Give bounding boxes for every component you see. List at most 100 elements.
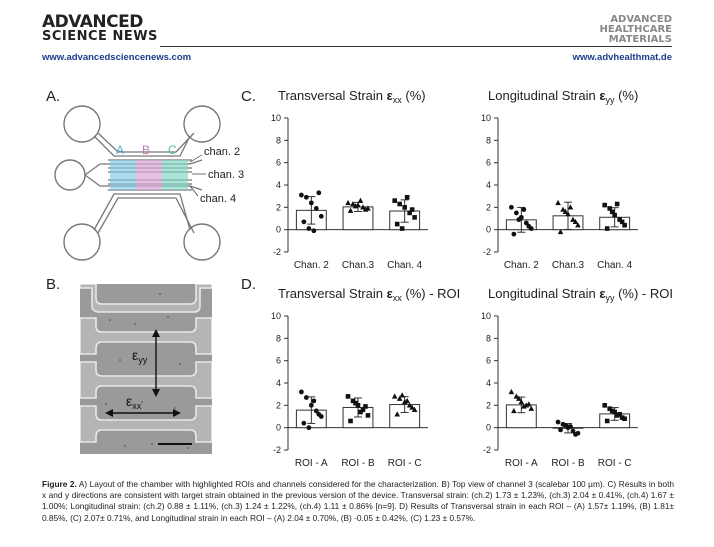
data-point	[298, 192, 304, 198]
y-tick-label: 10	[271, 113, 281, 123]
data-point	[360, 407, 366, 413]
y-tick-label: 2	[486, 400, 491, 410]
data-point	[513, 393, 520, 399]
chart-longitudinal-roi: Longitudinal Strain εyy (%) - ROI-202468…	[481, 286, 673, 469]
data-point	[563, 423, 568, 428]
data-point	[303, 194, 309, 200]
data-point	[352, 203, 359, 209]
data-point	[347, 207, 354, 213]
data-point	[396, 395, 403, 401]
y-tick-label: -2	[483, 445, 491, 455]
data-point	[617, 411, 622, 417]
logo-line-2: SCIENCE NEWS	[42, 29, 158, 44]
data-point	[572, 218, 579, 225]
data-point	[308, 402, 314, 408]
data-point	[301, 219, 307, 225]
y-tick-label: 10	[271, 311, 281, 321]
data-point	[394, 411, 400, 417]
data-point	[617, 217, 622, 222]
y-tick-label: 8	[486, 135, 491, 145]
journal-logo-left: ADVANCED SCIENCE NEWS	[42, 14, 158, 44]
data-point	[526, 223, 532, 229]
y-tick-label: 6	[486, 356, 491, 366]
chart-title: Transversal Strain εxx (%) - ROI	[278, 286, 460, 303]
y-tick-label: 4	[486, 180, 491, 190]
logo-right-line-1: ADVANCED	[610, 14, 672, 25]
y-tick-label: 2	[276, 202, 281, 212]
data-point	[558, 427, 563, 433]
data-point	[570, 428, 576, 434]
port-top-left	[63, 105, 101, 143]
chan-3-label: chan. 3	[208, 169, 244, 181]
url-right[interactable]: www.advhealthmat.de	[572, 52, 672, 63]
chart-transversal-channels: Transversal Strain εxx (%)-20246810Chan.…	[271, 88, 428, 271]
data-point	[528, 405, 535, 411]
data-point	[350, 200, 356, 207]
data-point	[306, 226, 312, 231]
data-point	[308, 200, 314, 206]
data-point	[521, 207, 527, 212]
data-point	[560, 206, 566, 212]
x-tick-label: ROI - C	[388, 458, 422, 469]
journal-logo-right: ADVANCED HEALTHCARE MATERIALS	[600, 15, 672, 45]
x-tick-label: ROI - B	[341, 458, 375, 469]
y-tick-label: 2	[276, 400, 281, 410]
y-tick-label: 0	[486, 423, 491, 433]
data-point	[555, 419, 561, 425]
y-tick-label: 0	[276, 423, 281, 433]
panel-b-letter: B.	[46, 276, 61, 293]
data-point	[614, 201, 620, 207]
data-point	[516, 395, 522, 401]
figure-caption: Figure 2. A) Layout of the chamber with …	[42, 479, 674, 524]
data-point	[609, 209, 615, 215]
data-point	[391, 393, 398, 399]
data-point	[573, 431, 578, 437]
chamber-layout-diagram: A B C chan. 2 chan. 3 chan. 4	[54, 105, 244, 261]
data-point	[570, 216, 576, 222]
data-point	[404, 194, 410, 200]
data-point	[362, 206, 369, 212]
panel-c-letter: C.	[241, 88, 256, 105]
roi-c-label: C	[168, 143, 177, 157]
y-tick-label: 6	[276, 158, 281, 168]
data-point	[298, 389, 304, 395]
data-point	[301, 420, 307, 426]
data-point	[406, 402, 413, 408]
data-point	[521, 403, 527, 409]
data-point	[306, 425, 312, 431]
y-tick-label: -2	[273, 445, 281, 455]
x-tick-label: Chan.3	[552, 260, 585, 271]
data-point	[575, 222, 581, 228]
data-point	[622, 222, 627, 228]
panel-d-letter: D.	[241, 276, 256, 293]
eyy-label: εyy	[132, 347, 148, 365]
data-point	[313, 408, 319, 414]
x-tick-label: ROI - C	[598, 458, 632, 469]
data-point	[518, 398, 525, 405]
chart-longitudinal-channels: Longitudinal Strain εyy (%)-20246810Chan…	[481, 88, 638, 271]
chart-title: Longitudinal Strain εyy (%) - ROI	[488, 286, 673, 303]
y-tick-label: -2	[483, 247, 491, 257]
data-point	[303, 395, 309, 400]
roi-a-label: A	[116, 143, 124, 157]
y-tick-label: 10	[481, 113, 491, 123]
url-left[interactable]: www.advancedsciencenews.com	[42, 52, 192, 63]
caption-text: A) Layout of the chamber with highlighte…	[42, 479, 674, 523]
data-point	[360, 204, 366, 210]
data-point	[612, 212, 617, 218]
data-point	[345, 394, 351, 399]
x-tick-label: Chan. 4	[387, 260, 422, 271]
data-point	[404, 397, 410, 404]
data-point	[348, 418, 353, 424]
data-point	[318, 213, 324, 219]
y-tick-label: 4	[486, 378, 491, 388]
data-point	[412, 215, 417, 220]
y-tick-label: 0	[276, 225, 281, 235]
data-point	[508, 204, 514, 210]
data-point	[511, 231, 517, 237]
data-point	[511, 407, 517, 414]
data-point	[345, 199, 351, 206]
y-tick-label: 6	[486, 158, 491, 168]
data-point	[622, 416, 627, 422]
roi-b-region	[136, 160, 162, 190]
